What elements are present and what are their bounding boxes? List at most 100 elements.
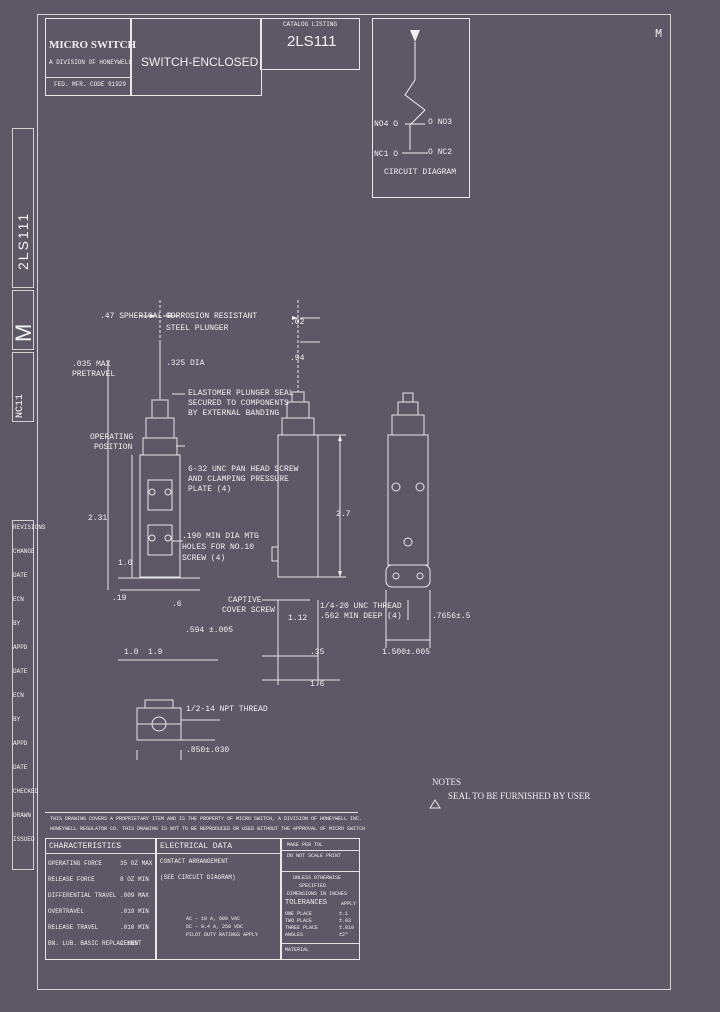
- strip-label-13: ISSUED: [13, 836, 35, 843]
- right-material: MATERIAL: [285, 947, 310, 953]
- corner-mark: M: [655, 27, 663, 41]
- right-r2: DO NOT SCALE PRINT: [287, 853, 342, 859]
- dim-1-500: 1.500±.005: [382, 648, 431, 657]
- dim-594: .594 ±.005: [185, 626, 234, 635]
- fed-mfr-code: FED. MFR. CODE 91929: [54, 81, 127, 88]
- electrical-rating-2: DC - 0.4 A, 250 VDC: [186, 924, 244, 930]
- electrical-see: (SEE CIRCUIT DIAGRAM): [160, 874, 236, 881]
- catalog-number: 2LS111: [287, 33, 337, 50]
- dim-plunger-dia: .325 DIA: [166, 359, 205, 368]
- char-row-5-value: 2 LNS: [120, 940, 139, 947]
- right-two-place: TWO PLACE: [285, 918, 313, 924]
- dim-1-0b: 1.0: [124, 648, 139, 657]
- company-logo-block: MICRO SWITCH A DIVISION OF HONEYWELL FED…: [45, 18, 136, 96]
- title-box: SWITCH-ENCLOSED: [130, 18, 262, 96]
- proprietary-line-1: THIS DRAWING COVERS A PROPRIETARY ITEM A…: [50, 816, 363, 822]
- circuit-no4: NO4 O: [374, 120, 399, 129]
- right-tol-4: ±2°: [339, 932, 349, 938]
- dim-screw-3: PLATE (4): [188, 485, 232, 494]
- characteristics-heading: CHARACTERISTICS: [49, 842, 122, 851]
- dim-operating-2: POSITION: [94, 443, 133, 452]
- right-tol-2: ±.03: [339, 918, 352, 924]
- dim-screw: 6-32 UNC PAN HEAD SCREW: [188, 465, 299, 474]
- dim-06: .6: [172, 600, 182, 609]
- drawing-sheet: [37, 14, 671, 990]
- electrical-rating-3: PILOT DUTY RATINGS APPLY: [186, 932, 259, 938]
- right-r3: UNLESS OTHERWISE: [293, 875, 342, 881]
- dim-02: .02: [290, 318, 305, 327]
- electrical-contact: CONTACT ARRANGEMENT: [160, 858, 229, 865]
- char-row-3-value: .019 MIN: [120, 908, 149, 915]
- side-logo-box: [12, 290, 34, 350]
- char-row-2-value: .009 MAX: [120, 892, 149, 899]
- right-r5: DIMENSIONS IN INCHES: [287, 891, 348, 897]
- side-code-box: [12, 352, 34, 422]
- right-apply: APPLY: [341, 901, 357, 907]
- dim-1-9: 1.9: [148, 648, 163, 657]
- strip-label-7: ECN: [13, 692, 24, 699]
- dim-spherical-r: .47 SPHERICAL R: [100, 312, 173, 321]
- char-row-1-value: 8 OZ MIN: [120, 876, 149, 883]
- strip-label-0: REVISIONS: [13, 524, 46, 531]
- strip-label-1: CHANGE: [13, 548, 35, 555]
- right-tolerances: TOLERANCES: [285, 899, 328, 907]
- right-one-place: ONE PLACE: [285, 911, 313, 917]
- char-row-2-label: DIFFERENTIAL TRAVEL: [48, 892, 117, 899]
- electrical-rating-1: AC - 10 A, 600 VAC: [186, 916, 241, 922]
- tolerance-block: MAKE PER TOL DO NOT SCALE PRINT UNLESS O…: [280, 838, 360, 960]
- dim-1-0: 1.0: [118, 559, 133, 568]
- dim-height: 2.31: [88, 514, 108, 523]
- dim-2-7: 2.7: [336, 510, 351, 519]
- right-angles: ANGLES: [285, 932, 304, 938]
- dim-seal-3: BY EXTERNAL BANDING: [188, 409, 280, 418]
- circuit-nc1: NC1 O: [374, 150, 399, 159]
- dim-pretravel-2: PRETRAVEL: [72, 370, 116, 379]
- dim-screw-2: AND CLAMPING PRESSURE: [188, 475, 289, 484]
- strip-label-8: BY: [13, 716, 21, 723]
- notes-heading: NOTES: [432, 777, 461, 787]
- circuit-no3: O NO3: [428, 118, 453, 127]
- dim-thread: 1/4-20 UNC THREAD: [320, 602, 402, 611]
- note-1: SEAL TO BE FURNISHED BY USER: [448, 791, 591, 801]
- char-row-4-label: RELEASE TRAVEL: [48, 924, 99, 931]
- dim-1-6: 1.6: [310, 680, 325, 689]
- right-r4: SPECIFIED: [299, 883, 327, 889]
- dim-npt: 1/2-14 NPT THREAD: [186, 705, 268, 714]
- char-row-4-value: .010 MIN: [120, 924, 149, 931]
- char-row-0-value: 35 OZ MAX: [120, 860, 153, 867]
- strip-label-12: DRAWN: [13, 812, 32, 819]
- catalog-label: CATALOG LISTING: [283, 21, 338, 28]
- side-strip-top: [12, 128, 34, 288]
- proprietary-line-2: HONEYWELL REGULATOR CO. THIS DRAWING IS …: [50, 826, 366, 832]
- company-name: MICRO SWITCH: [49, 39, 137, 51]
- strip-label-5: APPD: [13, 644, 28, 651]
- right-three-place: THREE PLACE: [285, 925, 319, 931]
- dim-captive-2: COVER SCREW: [222, 606, 275, 615]
- strip-label-4: BY: [13, 620, 21, 627]
- company-sub: A DIVISION OF HONEYWELL: [49, 59, 132, 66]
- strip-label-6: DATE: [13, 668, 28, 675]
- dim-019: .19: [112, 594, 127, 603]
- drawing-title: SWITCH-ENCLOSED: [141, 55, 259, 69]
- dim-094: .94: [290, 354, 305, 363]
- dim-seal: ELASTOMER PLUNGER SEAL: [188, 389, 294, 398]
- right-r1: MAKE PER TOL: [287, 842, 324, 848]
- dim-035: .35: [310, 648, 325, 657]
- dim-plunger-material-2: STEEL PLUNGER: [166, 324, 229, 333]
- electrical-table: ELECTRICAL DATA CONTACT ARRANGEMENT (SEE…: [155, 838, 282, 960]
- strip-label-10: DATE: [13, 764, 28, 771]
- strip-label-2: DATE: [13, 572, 28, 579]
- electrical-heading: ELECTRICAL DATA: [160, 842, 233, 851]
- catalog-box: CATALOG LISTING 2LS111: [260, 18, 360, 70]
- strip-label-11: CHECKED: [13, 788, 39, 795]
- dim-pretravel: .035 MAX: [72, 360, 111, 369]
- circuit-caption: CIRCUIT DIAGRAM: [384, 168, 457, 177]
- dim-plunger-material: CORROSION RESISTANT: [166, 312, 258, 321]
- dim-holes: .190 MIN DIA MTG: [182, 532, 259, 541]
- dim-operating: OPERATING: [90, 433, 134, 442]
- dim-holes-2: HOLES FOR NO.10: [182, 543, 255, 552]
- revision-strip: [12, 520, 34, 870]
- dim-captive: CAPTIVE: [228, 596, 262, 605]
- dim-holes-3: SCREW (4): [182, 554, 226, 563]
